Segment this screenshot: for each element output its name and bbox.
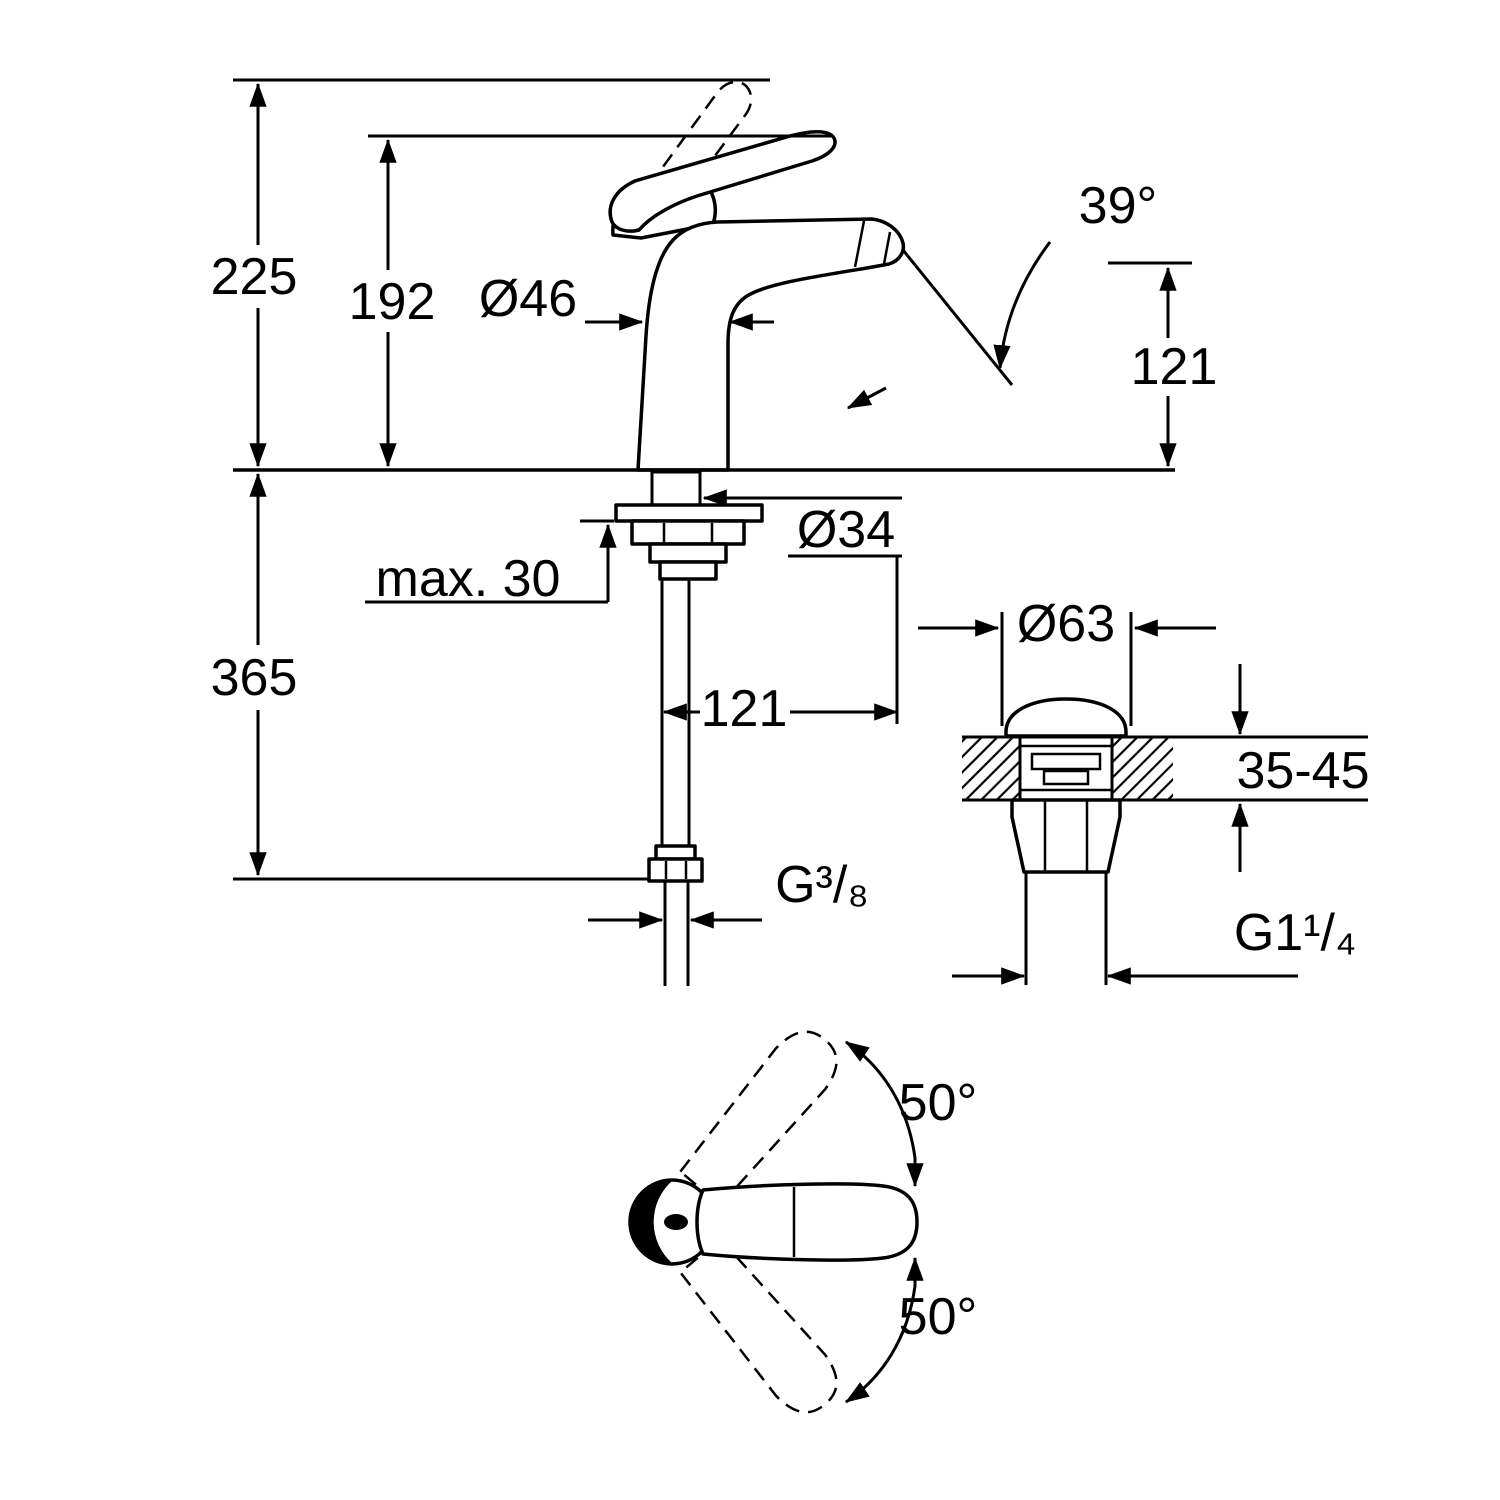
waste-drain-section xyxy=(962,697,1368,985)
drain-tailpipe xyxy=(1024,872,1108,985)
handle-raised-dashed-outline xyxy=(646,80,753,193)
drain-hex-nut xyxy=(1010,798,1122,874)
dim-spout-angle-label: 39° xyxy=(1079,177,1158,235)
dim-handle-height-label: 192 xyxy=(349,273,436,331)
dim-39-reference xyxy=(901,249,1014,386)
handle-top-view-up-dashed xyxy=(678,1030,838,1207)
dim-hose-length-label: 365 xyxy=(211,649,298,707)
dim-spout-height-label: 121 xyxy=(1131,338,1218,396)
dim-max-thickness-label: max. 30 xyxy=(376,550,561,608)
drain-inner-rect-2 xyxy=(1042,769,1090,786)
dim-body-diameter-label: Ø46 xyxy=(479,270,577,328)
dimension-lines xyxy=(233,78,1298,1404)
hose-end-nut-facets xyxy=(664,861,688,879)
handle-pivot-crescent xyxy=(631,1181,672,1263)
dim-swing-up-label: 50° xyxy=(899,1074,978,1132)
dim-39-arc xyxy=(993,241,1052,370)
counter-hatch-left xyxy=(962,738,1019,799)
dim-swing-down-label: 50° xyxy=(899,1288,978,1346)
handle-top-view-lever xyxy=(695,1182,919,1262)
hose-collar xyxy=(648,542,728,564)
faucet-body-spout xyxy=(636,217,906,472)
dim-supply-thread-label: G³/₈ xyxy=(775,856,869,914)
hose-end-nut xyxy=(647,857,704,883)
drain-inner-rect-1 xyxy=(1030,752,1102,771)
dim-50-up-arc xyxy=(845,1040,924,1188)
faucet-side-view xyxy=(608,80,906,472)
dim-thickness-range-label: 35-45 xyxy=(1237,742,1370,800)
mounting-nut-facets xyxy=(662,523,714,543)
threaded-shank xyxy=(650,470,702,507)
drain-inner-detail xyxy=(1020,744,1112,792)
dim-hose-clearance-label: 121 xyxy=(701,680,788,738)
mounting-nut xyxy=(630,519,746,546)
drain-hex-nut-facets xyxy=(1043,801,1089,871)
dim-50-down-arc xyxy=(845,1256,924,1404)
dim-hole-diameter-label: Ø34 xyxy=(797,501,895,559)
dimension-labels: 225 192 Ø46 39° 121 Ø34 max. 30 365 121 … xyxy=(211,177,1370,1346)
mounting-washer xyxy=(614,503,764,523)
hose-collar-2 xyxy=(658,560,718,581)
dim-39-flow-arrow xyxy=(846,386,887,410)
dim-waste-thread-label: G1¹/₄ xyxy=(1234,904,1356,962)
drain-cap xyxy=(1004,697,1128,738)
handle-top-view xyxy=(628,1030,919,1414)
handle-lever xyxy=(608,130,837,233)
handle-pivot-mark xyxy=(664,1214,688,1230)
counter-hatch-right xyxy=(1113,738,1173,799)
supply-tube xyxy=(663,881,690,986)
aerator-lines xyxy=(853,220,892,268)
dim-waste-flange-label: Ø63 xyxy=(1017,595,1115,653)
dim-total-height-label: 225 xyxy=(211,248,298,306)
hose-end-fitting xyxy=(654,844,697,861)
handle-top-view-down-dashed xyxy=(678,1237,838,1414)
